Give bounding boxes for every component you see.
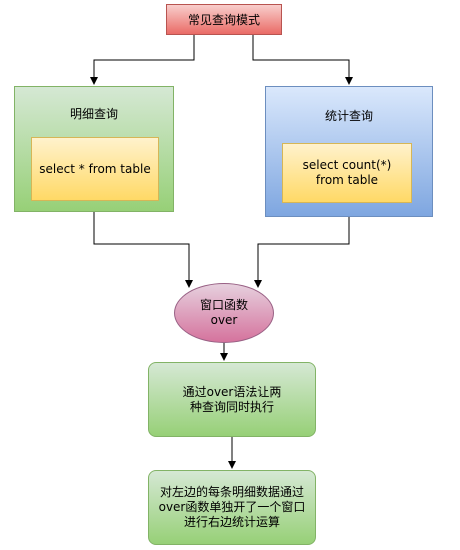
stat-sql-label: select count(*) from table xyxy=(302,158,392,187)
window-function-label: 窗口函数 over xyxy=(199,298,248,327)
title-node: 常见查询模式 xyxy=(166,4,282,35)
window-function-node: 窗口函数 over xyxy=(174,283,274,343)
step1-node: 通过over语法让两 种查询同时执行 xyxy=(148,362,316,437)
detail-query-group: 明细查询 select * from table xyxy=(14,86,174,212)
detail-query-label: 明细查询 xyxy=(69,107,118,121)
detail-sql-node: select * from table xyxy=(31,137,159,201)
edge-detail-to-window xyxy=(93,212,193,288)
edge-stat-to-window xyxy=(254,217,350,288)
step1-label: 通过over语法让两 种查询同时执行 xyxy=(182,384,282,414)
edge-title-to-stat xyxy=(252,35,353,85)
stat-sql-node: select count(*) from table xyxy=(282,143,412,203)
detail-sql-label: select * from table xyxy=(39,161,151,176)
stat-query-label: 统计查询 xyxy=(324,109,373,123)
step2-node: 对左边的每条明细数据通过 over函数单独开了一个窗口 进行右边统计运算 xyxy=(148,470,316,545)
step2-label: 对左边的每条明细数据通过 over函数单独开了一个窗口 进行右边统计运算 xyxy=(158,485,306,529)
title-label: 常见查询模式 xyxy=(187,13,260,27)
edge-title-to-detail xyxy=(90,35,195,85)
stat-query-group: 统计查询 select count(*) from table xyxy=(265,86,433,217)
